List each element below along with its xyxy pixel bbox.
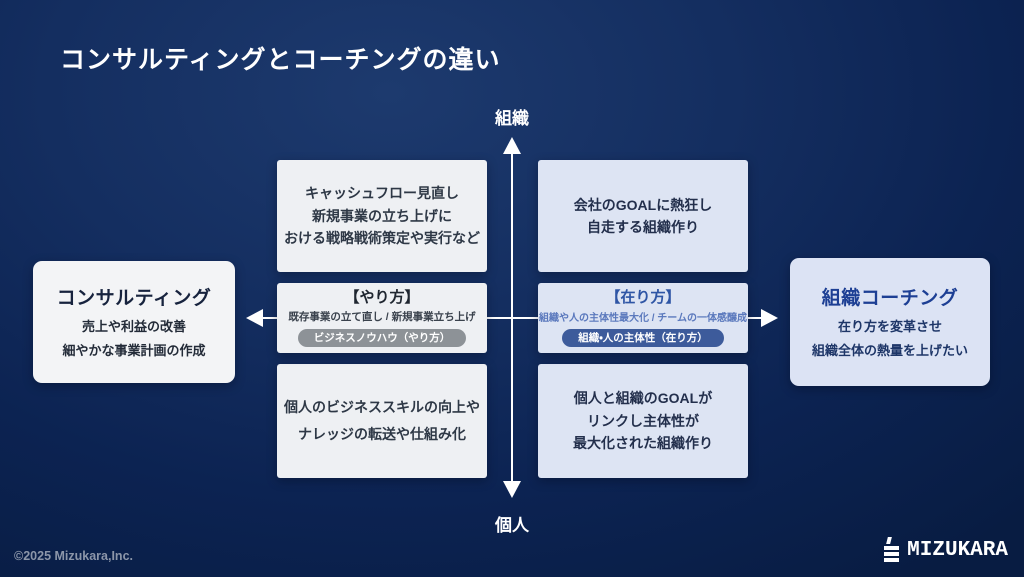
shutaisei-badge: 組織・人の主体性（在り方）: [562, 328, 724, 347]
quadrant-text-line: リンクし主体性が: [587, 412, 699, 429]
consulting-panel-line: 売上や利益の改善: [81, 318, 186, 334]
quadrant-text-line: 自走する組織作り: [587, 219, 699, 235]
org-coaching-panel-line: 組織全体の熱量を上げたい: [811, 343, 968, 358]
quadrant-text-line: 新規事業の立ち上げに: [312, 207, 452, 224]
quadrant-text-line: 個人のビジネススキルの向上や: [284, 399, 480, 416]
org-coaching-panel-line: 在り方を変革させ: [837, 318, 942, 334]
quadrant-text-line: おける戦略戦術策定や実行など: [284, 230, 480, 247]
axis-label-individual: 個人: [495, 516, 529, 535]
quadrant-text-line: キャッシュフロー見直し: [305, 185, 459, 202]
center-box-heading: 【在り方】: [605, 289, 681, 307]
quadrant-text-line: 最大化された組織作り: [573, 435, 713, 452]
copyright-text: ©2025 Mizukara,Inc.: [14, 549, 133, 563]
mizukara-logo: MIZUKARA: [884, 537, 1008, 563]
logo-flame-accent: [886, 537, 893, 544]
quadrant-text-line: 会社のGOALに熱狂し: [573, 196, 713, 213]
org-coaching-panel-title: 組織コーチング: [821, 287, 959, 309]
mizukara-logo-text: MIZUKARA: [907, 538, 1008, 562]
quadrant-text-line: 個人と組織のGOALが: [573, 390, 713, 407]
center-box-subtext: 既存事業の立て直し / 新規事業立ち上げ: [288, 310, 476, 323]
arrow-down-icon: [503, 481, 521, 498]
quadrant-bottom-right: 個人と組織のGOALが リンクし主体性が 最大化された組織作り: [538, 364, 748, 478]
consulting-panel: コンサルティング 売上や利益の改善 細やかな事業計画の作成: [33, 261, 235, 383]
quadrant-bottom-left: 個人のビジネススキルの向上や ナレッジの転送や仕組み化: [277, 364, 487, 478]
horizontal-axis-line: [260, 317, 764, 319]
arrow-right-icon: [761, 309, 778, 327]
center-box-heading: 【やり方】: [344, 289, 420, 307]
mizukara-logo-icon: [884, 537, 901, 563]
center-box-arikata: 【在り方】 組織や人の主体性最大化 / チームの一体感醸成 組織・人の主体性（在…: [538, 283, 748, 353]
arrow-left-icon: [246, 309, 263, 327]
axis-label-organization: 組織: [495, 109, 529, 128]
org-coaching-panel: 組織コーチング 在り方を変革させ 組織全体の熱量を上げたい: [790, 258, 990, 386]
consulting-panel-line: 細やかな事業計画の作成: [62, 343, 206, 358]
page-title: コンサルティングとコーチングの違い: [60, 46, 501, 74]
quadrant-top-left: キャッシュフロー見直し 新規事業の立ち上げに おける戦略戦術策定や実行など: [277, 160, 487, 272]
quadrant-top-right: 会社のGOALに熱狂し 自走する組織作り: [538, 160, 748, 272]
business-knowhow-badge: ビジネスノウハウ（やり方）: [297, 328, 467, 347]
center-box-subtext: 組織や人の主体性最大化 / チームの一体感醸成: [538, 312, 748, 324]
center-box-yarikata: 【やり方】 既存事業の立て直し / 新規事業立ち上げ ビジネスノウハウ（やり方）: [277, 283, 487, 353]
quadrant-text-line: ナレッジの転送や仕組み化: [298, 426, 466, 442]
arrow-up-icon: [503, 137, 521, 154]
consulting-panel-title: コンサルティング: [56, 287, 212, 309]
